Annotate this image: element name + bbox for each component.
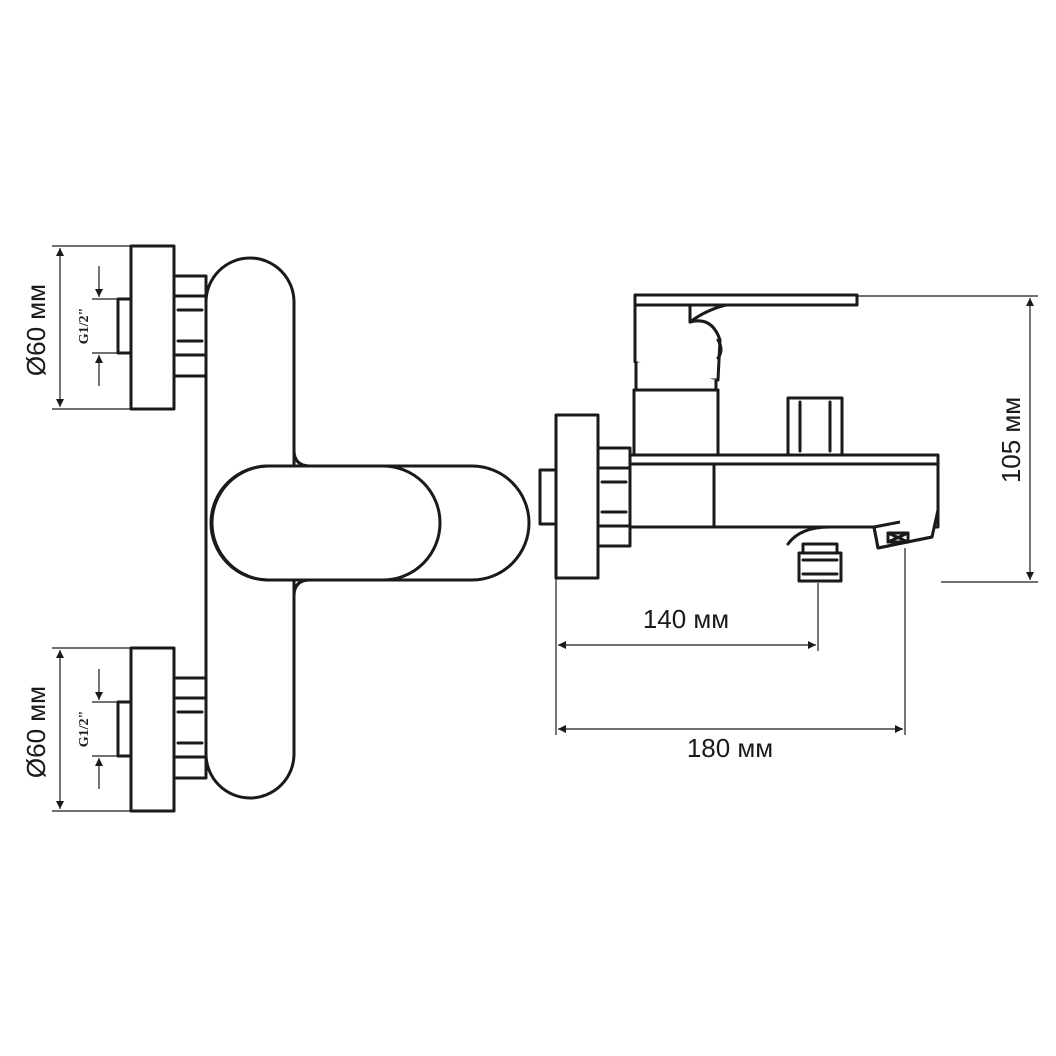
top-diameter-label: Ø60 мм xyxy=(21,284,51,376)
side-main-body xyxy=(628,453,940,529)
top-hex-nut xyxy=(172,274,208,378)
bottom-hex-nut xyxy=(172,676,208,780)
shower-outlet xyxy=(797,542,843,583)
side-hex-nut xyxy=(596,446,632,548)
bottom-thread-dimension: G1/2" xyxy=(77,669,118,789)
bottom-diameter-label: Ø60 мм xyxy=(21,686,51,778)
body-underside xyxy=(786,525,832,546)
side-flange xyxy=(554,413,600,580)
diverter-knob xyxy=(786,396,844,457)
front-view: Ø60 мм G1/2" Ø60 мм G1/2" xyxy=(21,244,531,813)
bottom-thread-label: G1/2" xyxy=(77,711,92,748)
bottom-inlet-pipe xyxy=(116,700,133,758)
handle-inner-oval xyxy=(210,464,442,582)
bottom-flange xyxy=(129,646,176,813)
side-inlet-pipe xyxy=(538,468,558,526)
plate-curve-top xyxy=(292,448,312,468)
outlet-distance-label: 140 мм xyxy=(643,604,729,634)
bottom-diameter-dimension: Ø60 мм xyxy=(21,647,131,812)
height-label: 105 мм xyxy=(996,397,1026,483)
aerator-mesh xyxy=(886,531,910,544)
top-inlet-pipe xyxy=(116,297,133,355)
total-depth-dimension: 180 мм xyxy=(558,548,906,763)
top-flange xyxy=(129,244,176,411)
plate-curve-bottom xyxy=(292,578,312,598)
total-depth-label: 180 мм xyxy=(687,733,773,763)
top-thread-label: G1/2" xyxy=(77,308,92,345)
height-dimension: 105 мм xyxy=(857,295,1038,583)
handle-lever xyxy=(209,464,531,582)
outlet-distance-dimension: 140 мм xyxy=(555,578,819,735)
side-lever-handle xyxy=(633,293,859,382)
side-view: 105 мм 140 мм 180 мм xyxy=(538,293,1038,763)
top-diameter-dimension: Ø60 мм xyxy=(21,245,131,410)
top-thread-dimension: G1/2" xyxy=(77,266,118,386)
